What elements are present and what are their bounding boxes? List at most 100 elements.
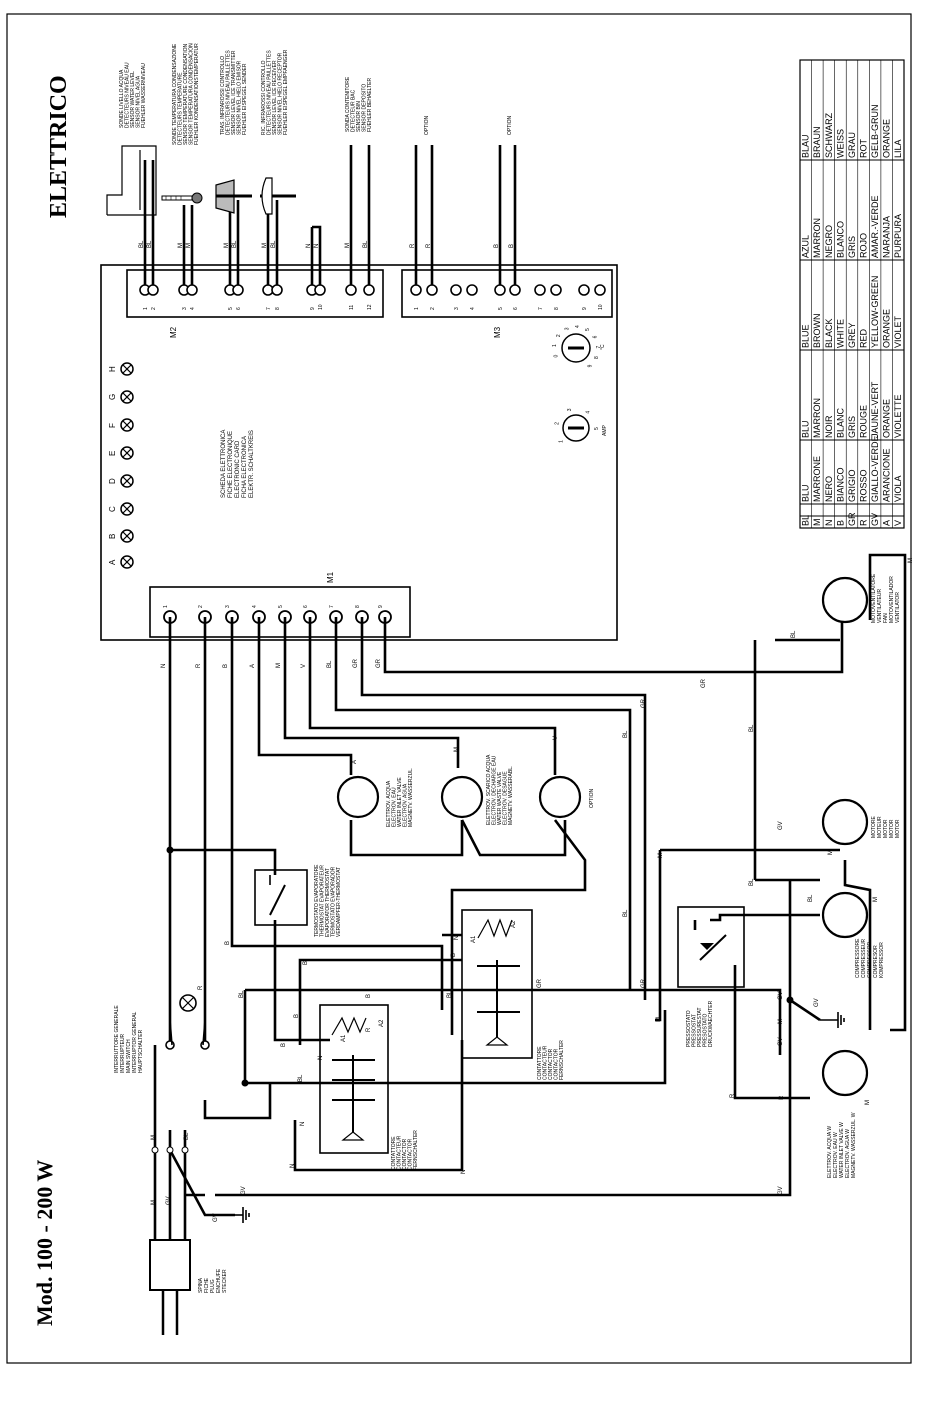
m2-wire-label: M [186,243,192,248]
contactor-b-label: CONTACTOR [554,1048,560,1080]
led-label: G [108,394,117,400]
thermostat-label: EVAPORATOR THERMOSTAT [325,868,331,937]
wire-color-label: M [865,1100,871,1105]
m3-terminal [594,284,606,296]
wire-color-label: GV [166,1196,172,1205]
wire-color-label: R [198,985,204,990]
m1-terminal-number: 6 [303,605,309,608]
bin-sensor-label: SENSOR BIN [356,101,362,132]
drain-valve-label: ELECTROV. DECHARGE EAU [492,755,498,825]
m3-terminal-number: 2 [430,307,436,310]
wire-color-label: A1 [471,935,477,943]
thermostat-label: TERMOSTATO EVAPORATORE [314,864,320,937]
table-cell-english: WHITE [835,319,845,348]
pressure-switch [677,906,745,988]
compressor-label: COMPRESSORE [855,938,861,978]
fan-motor-label: VENTILATOR [895,592,901,623]
m2-terminal-number: 9 [310,307,316,310]
m1-wire-label: BL [327,660,333,668]
m2-terminal-number: 3 [182,307,188,310]
table-cell-german: GELB-GRUN [870,104,880,158]
table-cell-spanish: MARRON [812,218,822,258]
wire-color-label: BL [623,730,629,738]
amp-scale-mark: 3 [567,408,573,411]
m2-terminal-number: 1 [143,307,149,310]
m1-wire-label: A [250,664,256,668]
wire-color-label: B [451,953,457,957]
wire-color-label: N [300,1122,306,1126]
table-cell-english: YELLOW-GREEN [870,276,880,348]
ir-receiver-label: SENSOR NIVEL HIELO RECEPTOR [278,52,284,135]
condensation-label: SENSOR TEMPERATURA CONDENSACION [189,43,195,145]
main-switch-label: MAIN SWITCH [126,1039,132,1073]
condensation-label: DETECTEURS TEMPERATURE [178,72,184,145]
temperature-knob[interactable]: °C [561,333,606,363]
m3-terminal [450,284,462,296]
inlet-valve-w-label: ELECTROV. AGUA W [845,1129,851,1178]
m3-terminal-number: 7 [538,307,544,310]
drain-valve-label: ELETTROV. SCARICO ACQUA [486,754,492,825]
m2-wire-label: M [345,243,351,248]
thermostat-label: THERMOSTAT EVAPORATEUR [320,865,326,937]
m1-terminal-number: 4 [252,605,258,608]
table-cell-italian: GRIGIO [847,469,857,502]
wire-color-label: M [873,897,879,902]
ir-transmitter-label: SENSOR LEVEL ICE TRANSMITTER [231,50,237,135]
table-cell-codes: A [882,520,892,526]
table-cell-spanish: AZUL [801,235,811,258]
table-cell-spanish: NARANJA [882,216,892,258]
wire-color-label: BL [184,1132,190,1140]
wire-color-label: M [151,1135,157,1140]
wire-color-label: B [303,961,309,965]
table-cell-french: BLANC [835,407,845,438]
wire-color-label: B [281,1043,287,1047]
wire-color-label: N [290,1164,296,1168]
gear-motor-label: MOTOR [889,819,895,838]
table-cell-french: ROUGE [858,405,868,438]
amperage-knob[interactable]: AMP [562,414,608,442]
plug-label: SPINA [198,1277,204,1293]
wire-color-label: M [658,853,664,858]
table-cell-italian: ARANCIONE [882,448,892,502]
m2-terminal-number: 2 [151,307,157,310]
m3-terminal-number: 3 [454,307,460,310]
m1-terminal-number: 2 [198,605,204,608]
table-cell-german: BRAUN [812,126,822,158]
table-cell-codes: GR [847,512,857,526]
m2-wire-label: BL [139,240,145,248]
m2-wire-label: BL [271,240,277,248]
plug-label: ENCHUFE [216,1268,222,1293]
table-cell-italian: ROSSO [858,469,868,502]
compressor-label: COMPRESSOR [867,941,873,978]
table-cell-french: JAUNE-VERT [870,381,880,438]
gear-motor-label: MOTEUR [877,816,883,838]
main-switch[interactable] [165,994,210,1050]
table-cell-french: VIOLETTE [893,394,903,438]
m3-terminal [509,284,521,296]
table-cell-italian: BIANCO [835,467,845,502]
table-cell-codes: V [893,520,903,526]
wire-color-label: BL [808,894,814,902]
table-cell-english: BLUE [801,324,811,348]
compressor-label: COMPRESSEUR [861,938,867,978]
table-cell-english: GREY [847,322,857,348]
temp-scale-mark: 9 [588,364,594,367]
m2-terminal-number: 6 [236,307,242,310]
option-label: OPTION [424,115,430,135]
table-cell-german: SCHWARZ [824,112,834,158]
page-frame [6,13,912,1364]
temp-scale-mark: 4 [575,325,581,328]
drain-valve-label: WATER WASTE VALVE [497,771,503,825]
wire-color-label: M [151,1200,157,1205]
drain-valve-label: MAGNETV. WASSERABL. [508,766,514,825]
m3-terminal [550,284,562,296]
ir-transmitter-label: SENSOR NIVEL HIELO EMISOR [237,60,243,135]
m1-label: M1 [326,571,335,583]
table-cell-spanish: NEGRO [824,225,834,258]
ir-transmitter-icon [215,179,252,214]
